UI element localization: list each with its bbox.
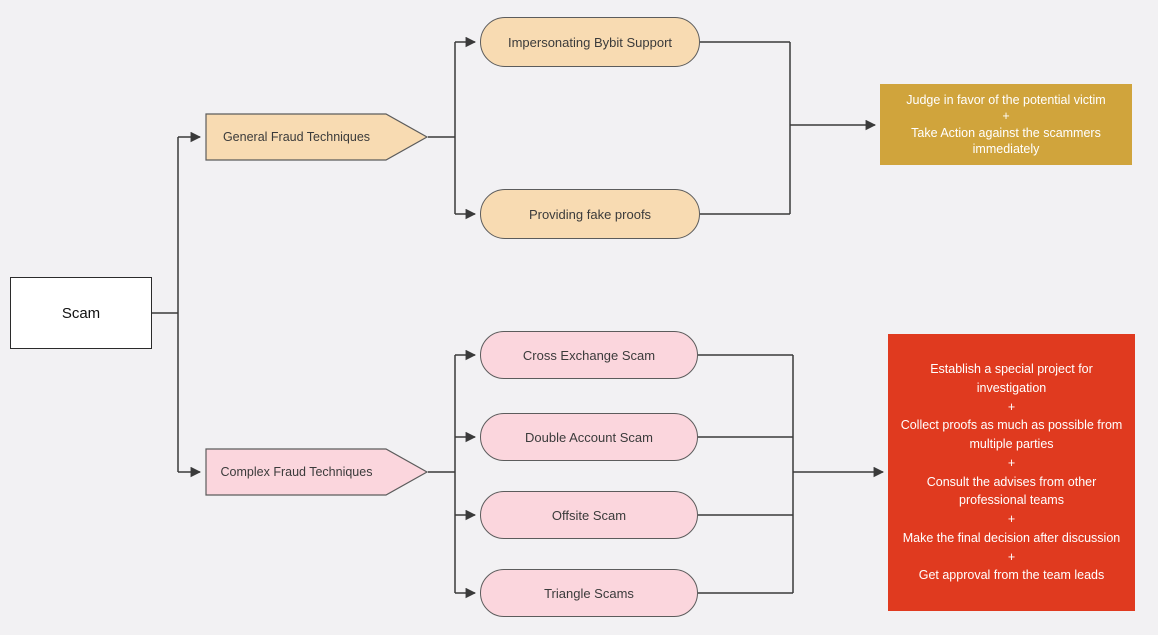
complex-fraud-branch-label: Complex Fraud Techniques bbox=[220, 465, 373, 479]
providing-fake-proofs-node: Providing fake proofs bbox=[480, 189, 700, 239]
impersonating-bybit-support-label: Impersonating Bybit Support bbox=[507, 34, 673, 50]
impersonating-bybit-support-node: Impersonating Bybit Support bbox=[480, 17, 700, 67]
complex-outcome-box: Establish a special project for investig… bbox=[888, 334, 1135, 611]
triangle-scams-node: Triangle Scams bbox=[480, 569, 698, 617]
triangle-scams-label: Triangle Scams bbox=[544, 585, 634, 601]
providing-fake-proofs-label: Providing fake proofs bbox=[528, 206, 652, 222]
general-fraud-branch: General Fraud Techniques bbox=[205, 113, 428, 161]
scam-node: Scam bbox=[10, 277, 152, 349]
double-account-scam-label: Double Account Scam bbox=[525, 429, 653, 445]
complex-fraud-branch: Complex Fraud Techniques bbox=[205, 448, 428, 496]
cross-exchange-scam-label: Cross Exchange Scam bbox=[522, 347, 656, 363]
pentagon-shape bbox=[205, 448, 428, 496]
double-account-scam-node: Double Account Scam bbox=[480, 413, 698, 461]
offsite-scam-label: Offsite Scam bbox=[551, 507, 627, 523]
general-outcome-box: Judge in favor of the potential victim +… bbox=[880, 84, 1132, 165]
general-fraud-branch-label: General Fraud Techniques bbox=[222, 130, 371, 144]
scam-node-label: Scam bbox=[61, 304, 101, 322]
cross-exchange-scam-node: Cross Exchange Scam bbox=[480, 331, 698, 379]
pentagon-shape bbox=[205, 113, 428, 161]
offsite-scam-node: Offsite Scam bbox=[480, 491, 698, 539]
